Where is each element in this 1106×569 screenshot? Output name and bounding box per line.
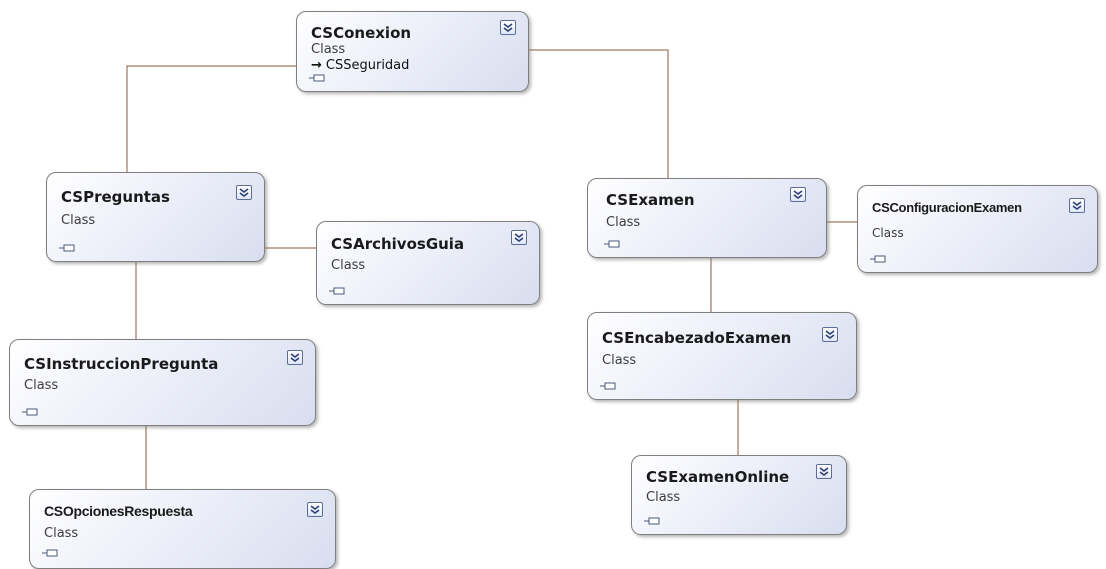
member-compartment-icon: [309, 74, 325, 82]
class-shape-csarchivosguia[interactable]: CSArchivosGuia Class: [316, 221, 540, 305]
inheritance-row: →CSSeguridad: [311, 58, 409, 73]
class-kind-label: Class: [331, 258, 366, 273]
class-name: CSInstruccionPregunta: [24, 355, 219, 373]
class-kind-label: Class: [606, 215, 641, 230]
expand-collapse-icon[interactable]: [1069, 198, 1085, 213]
member-compartment-icon: [600, 382, 616, 390]
inheritance-arrow-icon: →: [311, 58, 322, 73]
class-kind-label: Class: [311, 42, 346, 57]
class-shape-csconfiguracionexamen[interactable]: CSConfiguracionExamen Class: [857, 185, 1098, 273]
class-shape-csexamenonline[interactable]: CSExamenOnline Class: [631, 455, 847, 535]
expand-collapse-icon[interactable]: [500, 20, 516, 35]
class-shape-csconexion[interactable]: CSConexion Class →CSSeguridad: [296, 11, 529, 92]
class-name: CSPreguntas: [61, 188, 170, 206]
class-shape-csexamen[interactable]: CSExamen Class: [587, 178, 827, 258]
expand-collapse-icon[interactable]: [287, 350, 303, 365]
class-name: CSArchivosGuia: [331, 235, 465, 253]
base-class-name: CSSeguridad: [325, 58, 410, 73]
expand-collapse-icon[interactable]: [236, 185, 252, 200]
expand-collapse-icon[interactable]: [511, 230, 527, 245]
class-shape-csopcionesrespuesta[interactable]: CSOpcionesRespuesta Class: [29, 489, 336, 569]
class-kind-label: Class: [602, 353, 637, 368]
class-kind-label: Class: [61, 213, 96, 228]
member-compartment-icon: [604, 240, 620, 248]
class-name: CSEncabezadoExamen: [602, 329, 792, 347]
class-shape-cspreguntas[interactable]: CSPreguntas Class: [46, 172, 265, 262]
member-compartment-icon: [329, 287, 345, 295]
expand-collapse-icon[interactable]: [816, 464, 832, 479]
member-compartment-icon: [644, 517, 660, 525]
class-kind-label: Class: [44, 526, 79, 541]
connector-csconexion-csexamen: [528, 49, 669, 178]
class-name: CSConfiguracionExamen: [872, 200, 1022, 215]
class-kind-label: Class: [872, 226, 904, 240]
expand-collapse-icon[interactable]: [822, 327, 838, 342]
expand-collapse-icon[interactable]: [790, 187, 806, 202]
class-shape-csencabezadoexamen[interactable]: CSEncabezadoExamen Class: [587, 312, 857, 400]
class-name: CSExamen: [606, 191, 695, 209]
member-compartment-icon: [42, 549, 58, 557]
expand-collapse-icon[interactable]: [307, 502, 323, 517]
class-name: CSOpcionesRespuesta: [44, 503, 193, 519]
connector-csconexion-cspreguntas: [126, 65, 296, 172]
member-compartment-icon: [22, 408, 38, 416]
class-name: CSConexion: [311, 24, 412, 42]
member-compartment-icon: [870, 255, 886, 263]
class-kind-label: Class: [646, 490, 681, 505]
member-compartment-icon: [59, 244, 75, 252]
class-shape-csinstruccionpregunta[interactable]: CSInstruccionPregunta Class: [9, 339, 316, 426]
class-name: CSExamenOnline: [646, 468, 790, 486]
class-kind-label: Class: [24, 378, 59, 393]
